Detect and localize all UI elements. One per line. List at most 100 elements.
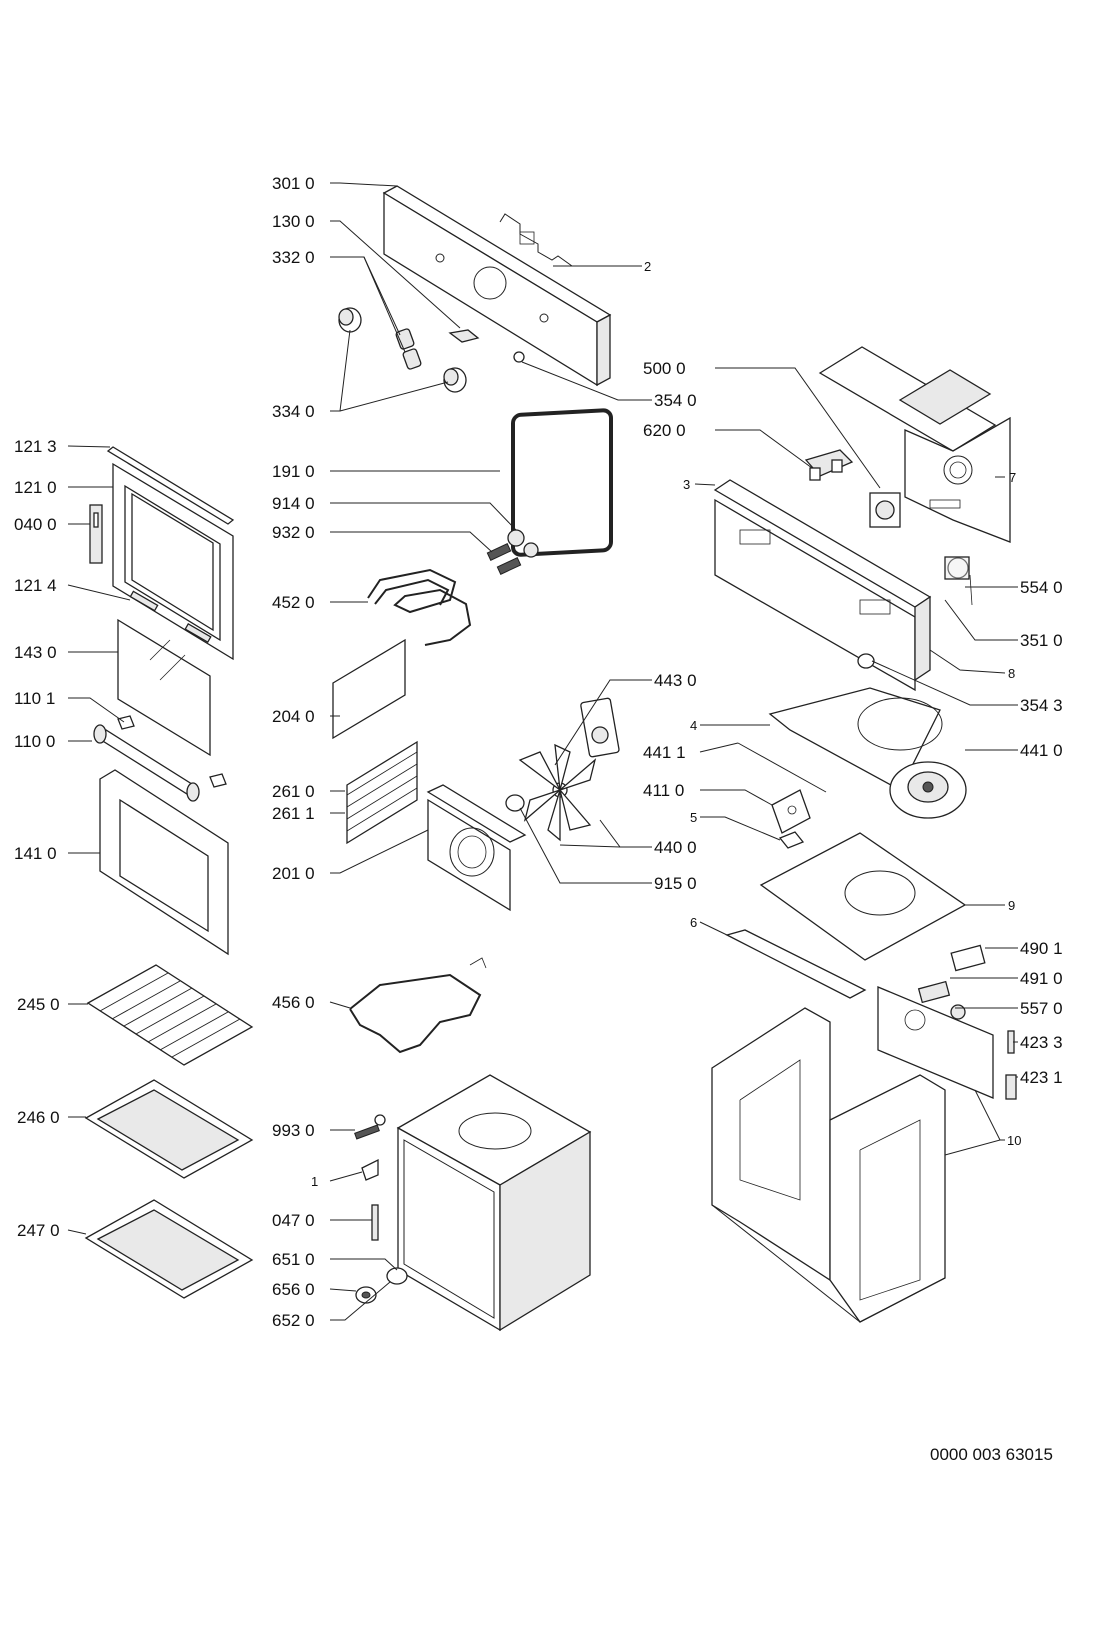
label-334-0: 334 0: [272, 402, 315, 421]
door-clip: [129, 590, 212, 643]
front-trim: [725, 929, 867, 999]
label-4: 4: [690, 718, 697, 733]
label-915-0: 915 0: [654, 874, 697, 893]
shelf-runner: [346, 740, 418, 845]
fan-nut: [505, 794, 525, 812]
label-261-0: 261 0: [272, 782, 315, 801]
label-351-0: 351 0: [1020, 631, 1063, 650]
label-423-1: 423 1: [1020, 1068, 1063, 1087]
lamp-bulb: [371, 1204, 379, 1241]
label-932-0: 932 0: [272, 523, 315, 542]
label-047-0: 047 0: [272, 1211, 315, 1230]
label-490-1: 490 1: [1020, 939, 1063, 958]
inner-door-frame: [106, 446, 235, 661]
label-5: 5: [690, 810, 697, 825]
selector-knob: [338, 307, 362, 333]
label-423-3: 423 3: [1020, 1033, 1063, 1052]
label-261-1: 261 1: [272, 804, 315, 823]
baking-tray: [84, 1079, 254, 1179]
label-246-0: 246 0: [17, 1108, 60, 1127]
door-gasket: [511, 408, 613, 557]
label-1: 1: [311, 1174, 318, 1189]
label-456-0: 456 0: [272, 993, 315, 1012]
label-441-1: 441 1: [643, 743, 686, 762]
fan-motor: [580, 697, 620, 758]
screw-bolt: [354, 1114, 386, 1140]
cooling-fan: [889, 761, 967, 819]
terminal-screw: [486, 543, 522, 575]
rear-frame-rail: [713, 479, 932, 692]
label-914-0: 914 0: [272, 494, 315, 513]
label-9: 9: [1008, 898, 1015, 913]
insulation-strip: [737, 742, 827, 793]
fan-blade: [518, 743, 597, 842]
label-110-1: 110 1: [14, 689, 55, 708]
label-6: 6: [690, 915, 697, 930]
air-guide-plate: [768, 687, 943, 791]
roasting-tray: [84, 1199, 254, 1299]
outer-casing: [711, 1007, 946, 1323]
label-191-0: 191 0: [272, 462, 315, 481]
drawing-code: 0000 003 63015: [930, 1445, 1053, 1464]
door-handle: [93, 715, 227, 802]
lamp-holder: [355, 1267, 408, 1304]
label-10: 10: [1007, 1133, 1021, 1148]
label-452-0: 452 0: [272, 593, 315, 612]
grill-element: [367, 568, 472, 646]
top-cover-plate: [759, 832, 967, 961]
side-panel: [332, 638, 406, 740]
lamp-cover: [361, 1158, 379, 1181]
main-switch: [804, 449, 854, 481]
cooling-fan-housing: [818, 346, 1011, 543]
label-121-3: 121 3: [14, 437, 57, 456]
element-terminal: [507, 529, 539, 558]
label-8: 8: [1008, 666, 1015, 681]
label-247-0: 247 0: [17, 1221, 60, 1240]
thermostat-timer: [944, 556, 973, 606]
label-204-0: 204 0: [272, 707, 315, 726]
knob-spindle: [395, 328, 422, 370]
label-7: 7: [1009, 470, 1016, 485]
label-143-0: 143 0: [14, 643, 57, 662]
connector: [1005, 1030, 1017, 1100]
control-panel: [382, 185, 612, 387]
part-labels: 301 0 130 0 332 0 334 0 354 0 2 500 0 62…: [14, 174, 1063, 1464]
label-110-0: 110 0: [14, 732, 55, 751]
grommet: [857, 653, 875, 669]
label-441-0: 441 0: [1020, 741, 1063, 760]
label-993-0: 993 0: [272, 1121, 315, 1140]
label-040-0: 040 0: [14, 515, 57, 534]
label-301-0: 301 0: [272, 174, 315, 193]
label-121-4: 121 4: [14, 576, 57, 595]
label-2: 2: [644, 259, 651, 274]
label-245-0: 245 0: [17, 995, 60, 1014]
label-411-0: 411 0: [643, 781, 684, 800]
safety-thermostat: [771, 789, 811, 834]
inner-glass: [117, 618, 211, 757]
label-554-0: 554 0: [1020, 578, 1063, 597]
label-491-0: 491 0: [1020, 969, 1063, 988]
label-201-0: 201 0: [272, 864, 315, 883]
label-656-0: 656 0: [272, 1280, 315, 1299]
label-440-0: 440 0: [654, 838, 697, 857]
thermostat-knob: [443, 367, 467, 393]
indicator-lamp: [448, 329, 525, 363]
label-354-0: 354 0: [654, 391, 697, 410]
rear-fan-cover: [426, 784, 527, 912]
lower-element: [349, 957, 487, 1054]
bracket: [778, 831, 805, 849]
label-651-0: 651 0: [272, 1250, 315, 1269]
label-141-0: 141 0: [14, 844, 57, 863]
door-hinge: [89, 504, 103, 564]
label-500-0: 500 0: [643, 359, 686, 378]
label-652-0: 652 0: [272, 1311, 315, 1330]
label-354-3: 354 3: [1020, 696, 1063, 715]
label-557-0: 557 0: [1020, 999, 1063, 1018]
oven-cavity: [396, 1074, 592, 1332]
label-620-0: 620 0: [643, 421, 686, 440]
label-3: 3: [683, 477, 690, 492]
fan-motor-small: [869, 492, 901, 528]
outer-door-glass: [99, 769, 229, 956]
label-121-0: 121 0: [14, 478, 57, 497]
